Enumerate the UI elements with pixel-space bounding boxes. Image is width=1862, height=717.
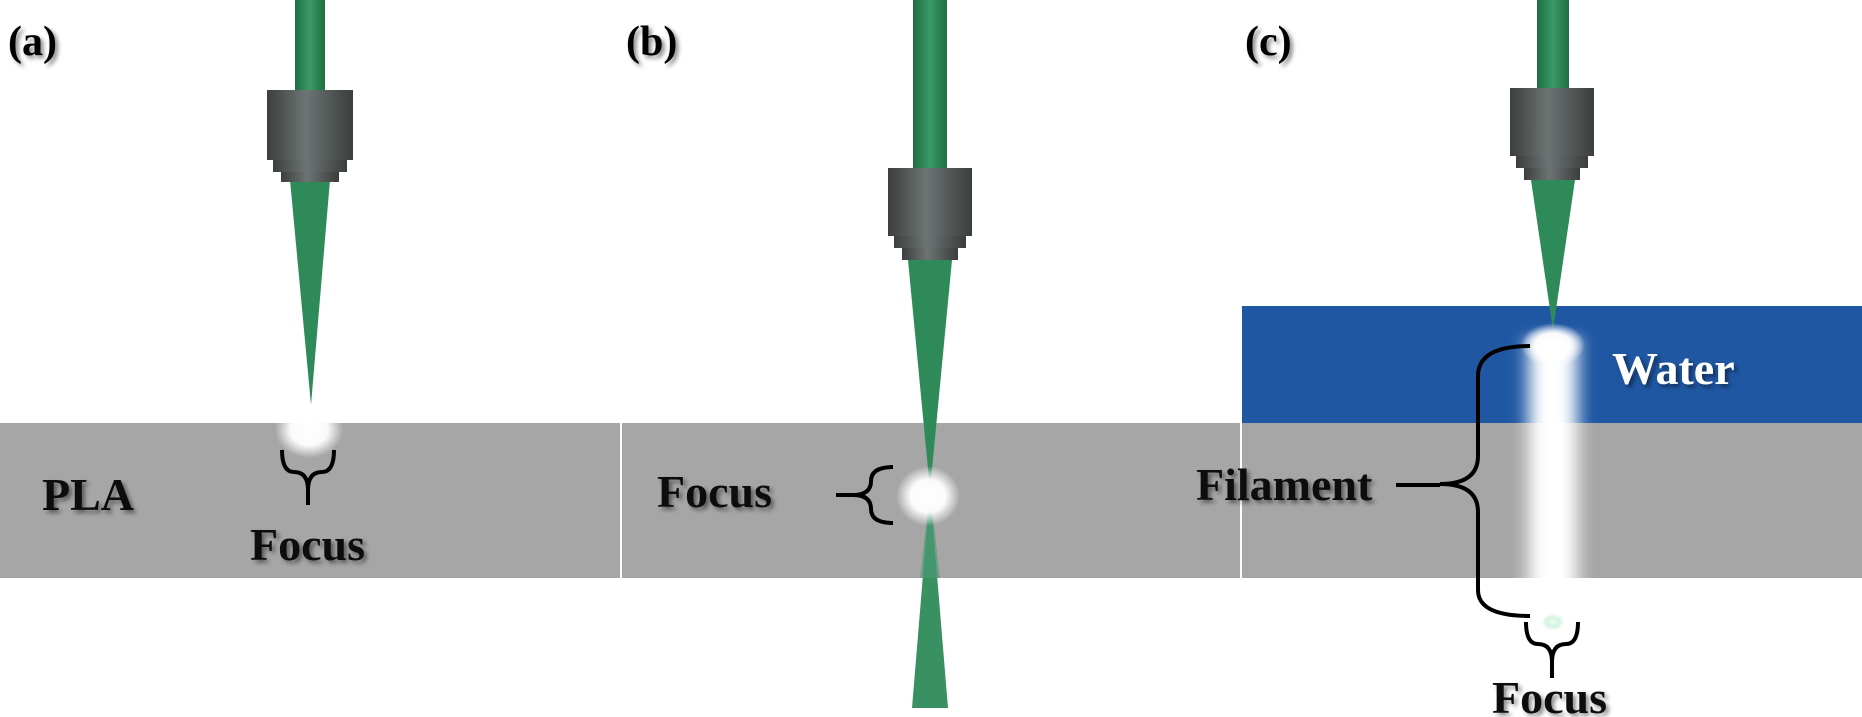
panel-a: (a) PLA Focus [0,0,620,578]
microscope-objective-icon [1510,88,1594,180]
focus-label-c: Focus [1492,672,1607,717]
laser-cone-c [1531,180,1575,330]
filament-top-glow [1521,323,1585,367]
focus-label-a: Focus [250,519,365,570]
panel-label-c: (c) [1245,19,1292,65]
microscope-objective-icon [267,90,353,182]
laser-beam-a-top [295,0,325,95]
water-label: Water [1612,343,1735,394]
panel-c: (c) Water Filament Focus [1196,0,1862,717]
laser-cone-b-lower-inside [920,490,940,578]
laser-cone-b-upper [908,260,952,490]
laser-beam-b-top [913,0,947,172]
focus-spot-b [896,466,960,526]
pla-label: PLA [42,469,134,520]
laser-cone-a [290,180,330,405]
focus-spot-c [1539,612,1567,632]
filament-label: Filament [1196,459,1373,510]
laser-cone-b-lower [912,490,948,708]
focus-spot-a [275,402,343,458]
panel-label-b: (b) [626,19,677,65]
microscope-objective-icon [888,168,972,260]
filament [1518,336,1588,616]
focus-label-b: Focus [657,466,772,517]
laser-beam-c-top [1537,0,1569,90]
panel-label-a: (a) [8,19,57,65]
panel-b: (b) Focus [622,0,1240,708]
